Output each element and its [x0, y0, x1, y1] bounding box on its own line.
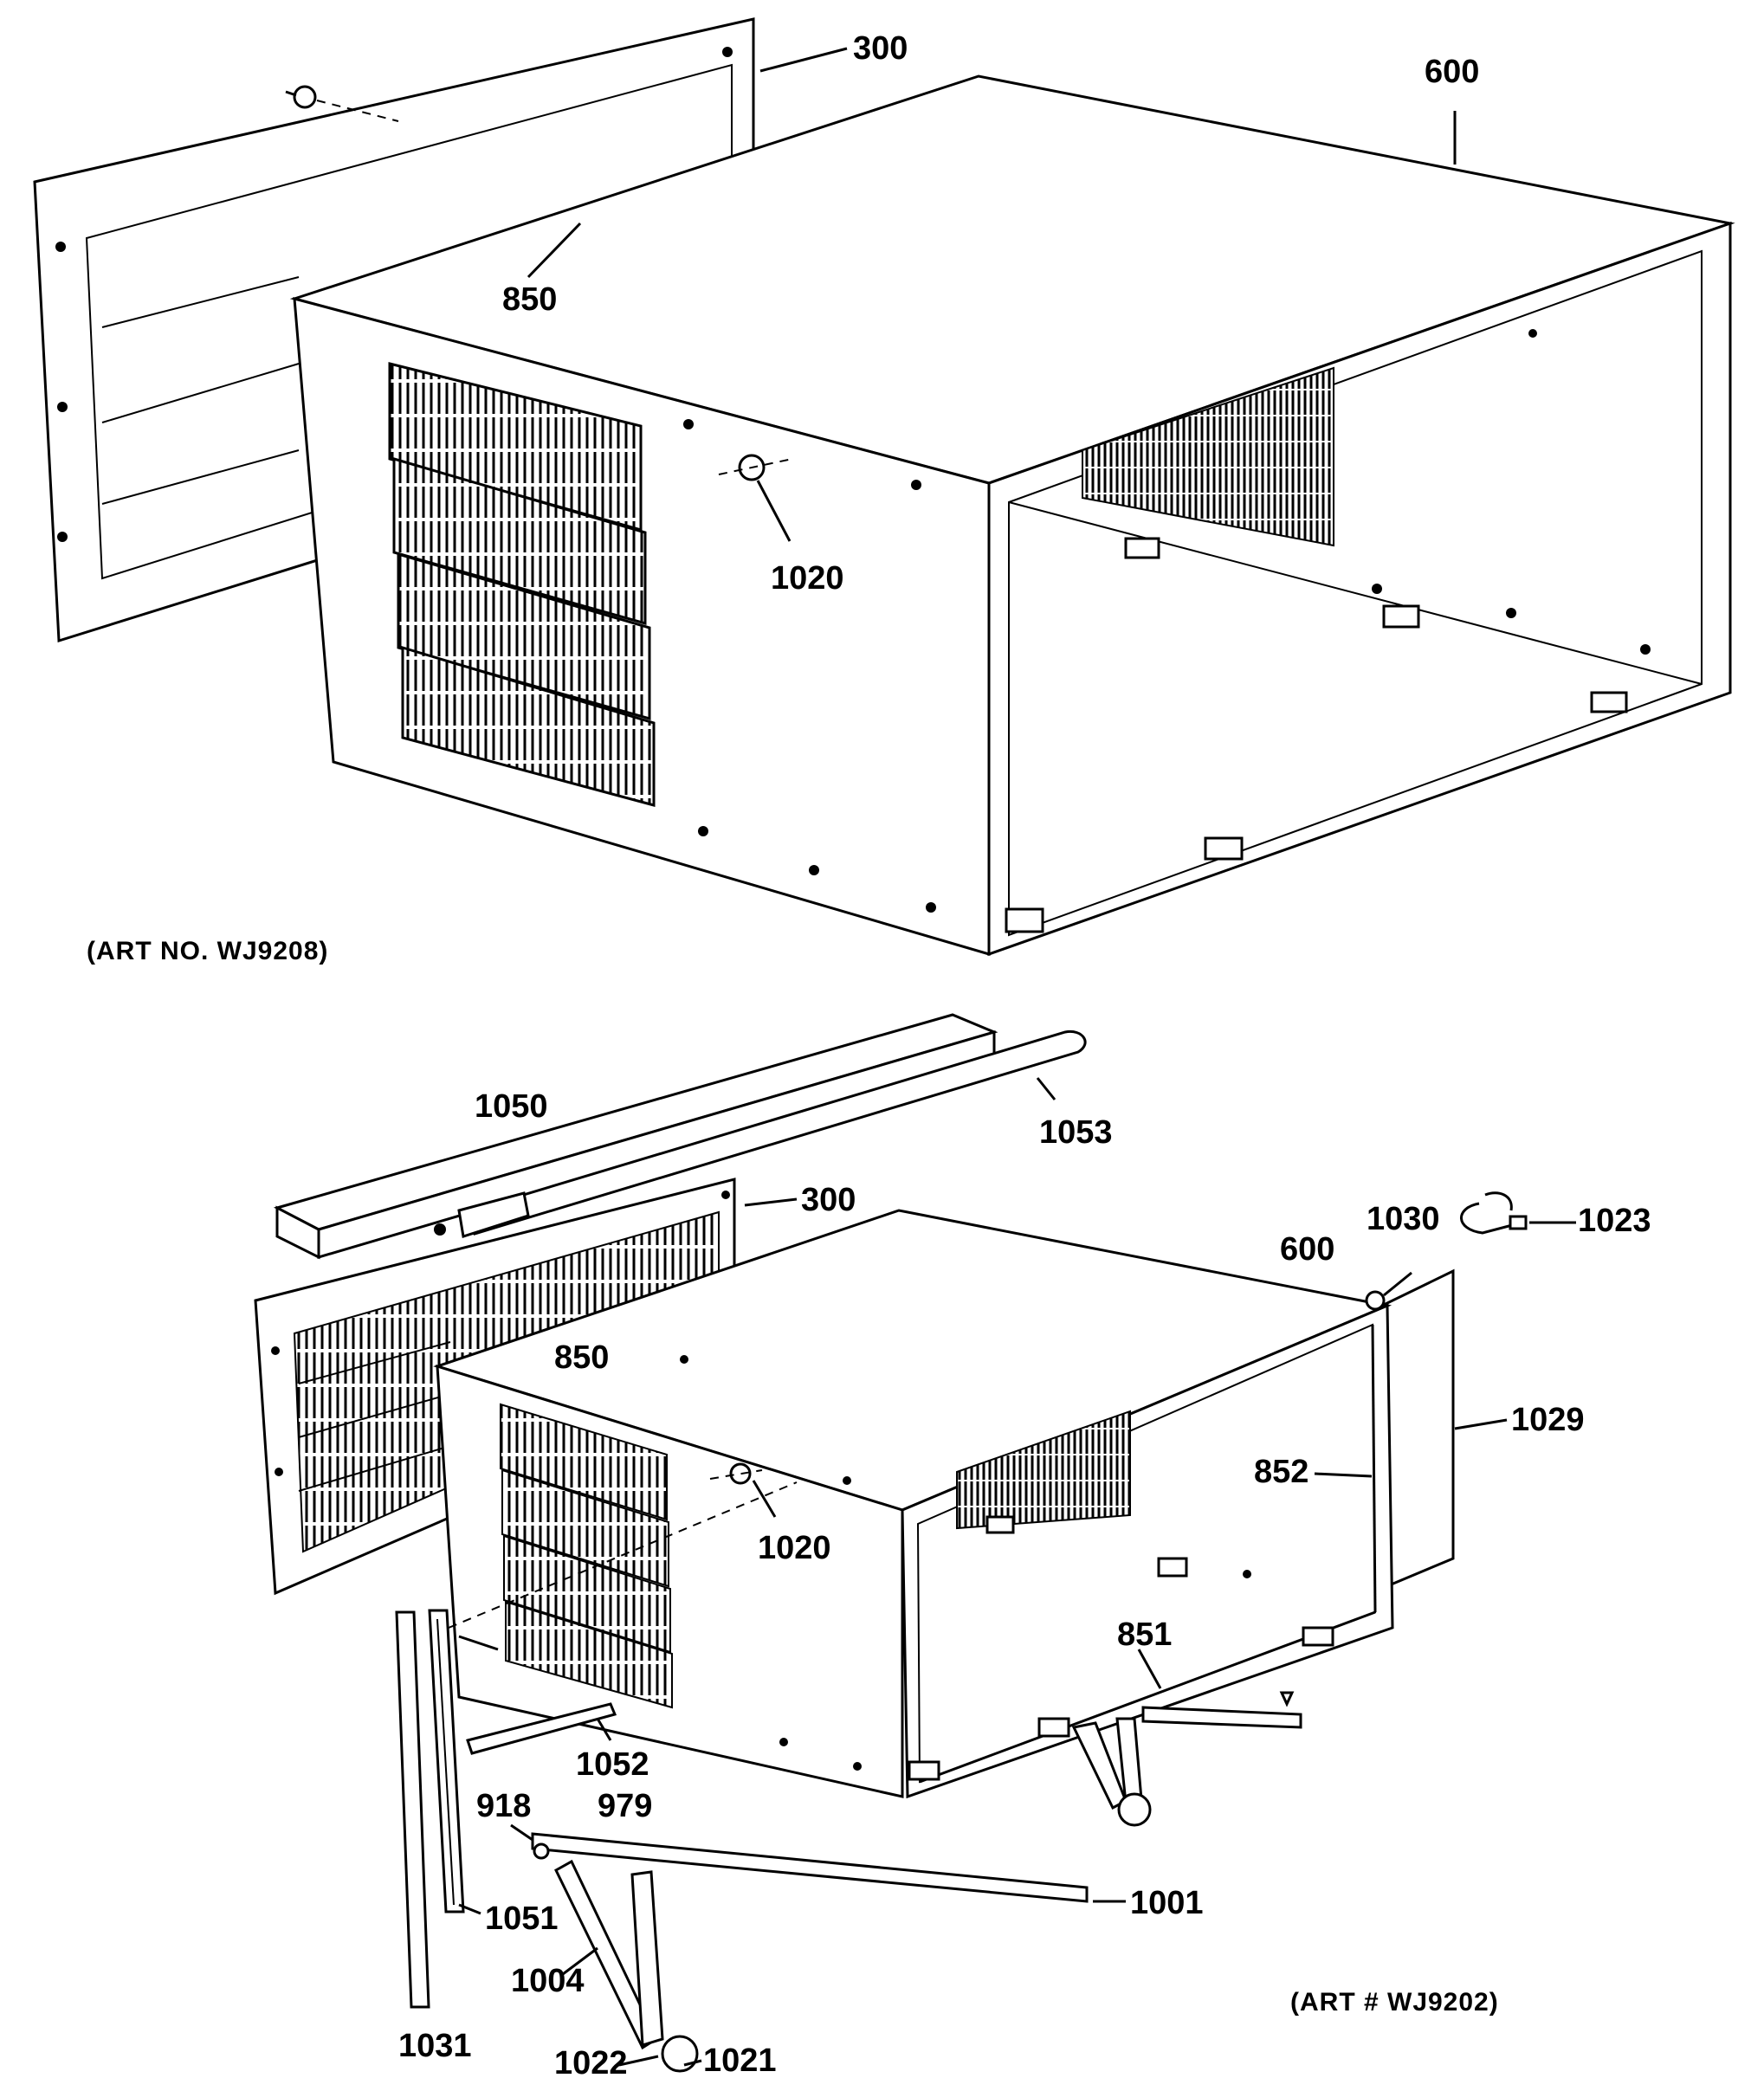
callout-918: 918	[476, 1788, 531, 1824]
callout-1021: 1021	[703, 2043, 777, 2078]
callout-1030: 1030	[1367, 1201, 1440, 1237]
callout-1020-bottom: 1020	[758, 1530, 831, 1566]
callout-852: 852	[1254, 1454, 1308, 1490]
channel-clip	[434, 1191, 530, 1238]
callout-1022: 1022	[554, 2045, 628, 2078]
outer-cabinet	[289, 74, 1735, 957]
side-rails	[395, 1481, 798, 2009]
seal-tube-1053	[463, 1029, 1087, 1236]
callout-1023: 1023	[1578, 1203, 1651, 1239]
callout-1020-top: 1020	[771, 560, 844, 597]
callout-600-top: 600	[1425, 54, 1479, 90]
callout-1004: 1004	[511, 1963, 585, 1999]
cord-clip-1023	[1460, 1191, 1528, 1235]
callout-1051: 1051	[485, 1901, 559, 1937]
screw	[285, 85, 399, 122]
callout-850-bottom: 850	[554, 1339, 609, 1376]
support-leg-rear	[1071, 1691, 1302, 1827]
cabinet-bottom	[433, 1209, 1394, 1799]
callout-300-bottom: 300	[801, 1182, 856, 1218]
art-number-top: (ART NO. WJ9208)	[87, 937, 328, 965]
figure-bottom: 1050 1053 300 850 600 1030 1023 1029 852…	[254, 1013, 1651, 2078]
support-leg-front	[531, 1832, 1089, 2073]
callout-850-top: 850	[502, 281, 557, 318]
bottom-rail-1052	[466, 1702, 617, 1755]
callout-600-bottom: 600	[1280, 1231, 1334, 1268]
callout-300-top: 300	[853, 30, 908, 67]
callout-979: 979	[598, 1788, 652, 1824]
callout-1031: 1031	[398, 2028, 472, 2064]
callout-1050: 1050	[475, 1088, 548, 1125]
callout-1029: 1029	[1511, 1402, 1585, 1438]
callout-1052: 1052	[576, 1746, 649, 1783]
art-number-bottom: (ART # WJ9202)	[1290, 1988, 1499, 2017]
callout-1053: 1053	[1039, 1114, 1113, 1151]
callout-1001: 1001	[1130, 1885, 1204, 1921]
callout-851: 851	[1117, 1617, 1172, 1653]
figure-top: 300 600 850 1020 (ART NO. WJ9208)	[33, 17, 1735, 965]
